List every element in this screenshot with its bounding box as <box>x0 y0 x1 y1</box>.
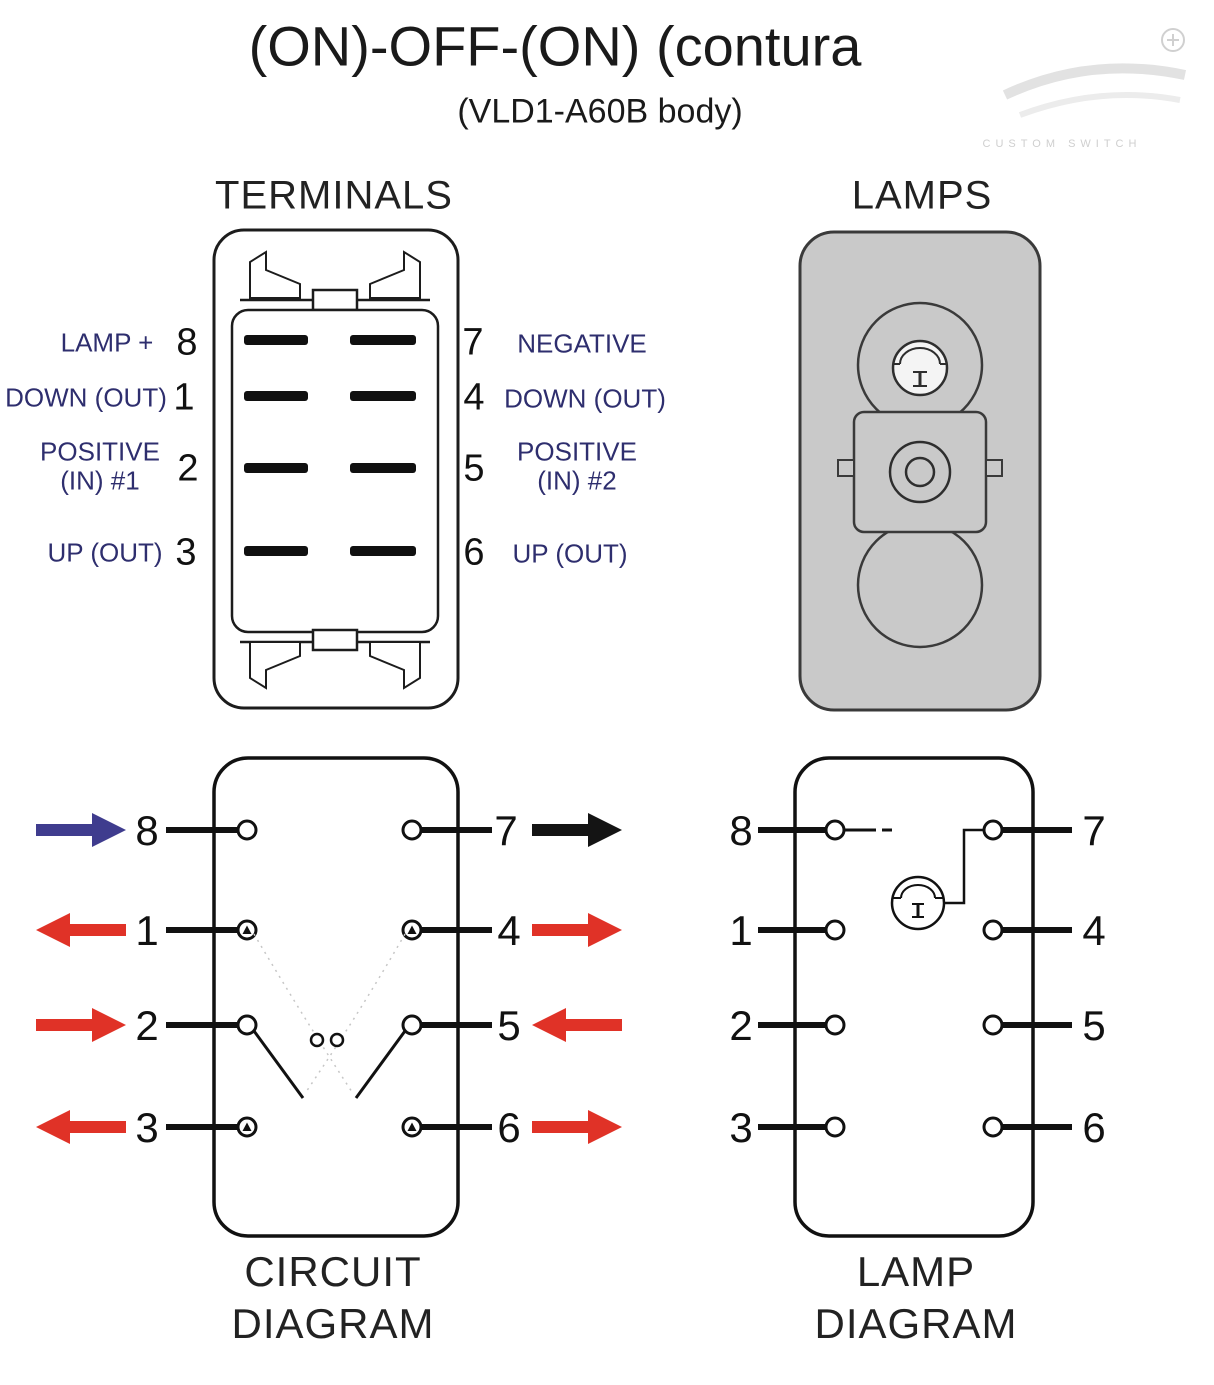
terminal-number-7: 7 <box>462 321 484 364</box>
arrow-in-2-icon <box>36 1008 126 1042</box>
circuit-diagram-drawing <box>166 756 492 1238</box>
terminal-number-8: 8 <box>176 321 198 364</box>
momentary-contact-icon <box>236 919 423 1138</box>
terminal-number-3: 3 <box>175 531 197 574</box>
label-positive-2a: POSITIVE <box>517 436 637 467</box>
circuit-number-1: 1 <box>135 907 159 954</box>
lamp-symbol-icon <box>891 339 949 397</box>
label-down-out-left: DOWN (OUT) <box>5 382 167 413</box>
terminals-section-title: TERMINALS <box>215 173 453 218</box>
lamp-caption-line2: DIAGRAM <box>814 1300 1018 1347</box>
circuit-caption-line2: DIAGRAM <box>231 1300 435 1347</box>
lamp-number-3: 3 <box>729 1104 753 1151</box>
terminal-number-4: 4 <box>463 376 485 419</box>
terminal-number-6: 6 <box>463 531 485 574</box>
circuit-number-2: 2 <box>135 1002 159 1049</box>
label-negative: NEGATIVE <box>517 328 647 359</box>
arrow-out-1-icon <box>36 913 126 947</box>
label-positive-1b: (IN) #1 <box>60 465 140 496</box>
arrow-in-8-icon <box>36 813 126 847</box>
terminal-number-5: 5 <box>463 447 485 490</box>
arrow-out-7-icon <box>532 813 622 847</box>
lamp-diagram-drawing <box>758 756 1072 1238</box>
circuit-caption-line1: CIRCUIT <box>244 1248 422 1295</box>
label-up-out-right: UP (OUT) <box>512 538 628 569</box>
page-title: (ON)-OFF-(ON) (contura <box>248 14 862 78</box>
terminal-number-1: 1 <box>173 376 195 419</box>
watermark-text: CUSTOM SWITCH <box>982 138 1142 150</box>
circuit-number-3: 3 <box>135 1104 159 1151</box>
circuit-number-5: 5 <box>497 1002 521 1049</box>
terminal-number-2: 2 <box>177 447 199 490</box>
circuit-number-8: 8 <box>135 807 159 854</box>
switch-body-drawing <box>212 228 460 710</box>
lamp-number-6: 6 <box>1082 1104 1106 1151</box>
arrow-out-6-icon <box>532 1110 622 1144</box>
label-positive-1a: POSITIVE <box>40 436 160 467</box>
page-subtitle: (VLD1-A60B body) <box>457 92 743 131</box>
terminal-blades <box>244 335 416 556</box>
lamp-body-drawing <box>798 230 1042 712</box>
label-positive-2b: (IN) #2 <box>537 465 617 496</box>
lamp-number-4: 4 <box>1082 907 1106 954</box>
lamp-caption-line1: LAMP <box>856 1248 976 1295</box>
label-down-out-right: DOWN (OUT) <box>504 383 666 414</box>
arrow-out-4-icon <box>532 913 622 947</box>
lamp-number-8: 8 <box>729 807 753 854</box>
lamp-number-5: 5 <box>1082 1002 1106 1049</box>
lamp-number-7: 7 <box>1082 807 1106 854</box>
lamps-section-title: LAMPS <box>851 173 993 218</box>
label-up-out-left: UP (OUT) <box>47 537 163 568</box>
arrow-out-3-icon <box>36 1110 126 1144</box>
lamp-symbol-icon <box>890 875 946 931</box>
label-lamp-plus: LAMP + <box>60 327 154 358</box>
lamp-number-1: 1 <box>729 907 753 954</box>
lamp-number-2: 2 <box>729 1002 753 1049</box>
circuit-number-7: 7 <box>494 807 518 854</box>
circuit-number-6: 6 <box>497 1104 521 1151</box>
watermark-logo-icon <box>1002 28 1187 118</box>
circuit-number-4: 4 <box>497 907 521 954</box>
arrow-in-5-icon <box>532 1008 622 1042</box>
